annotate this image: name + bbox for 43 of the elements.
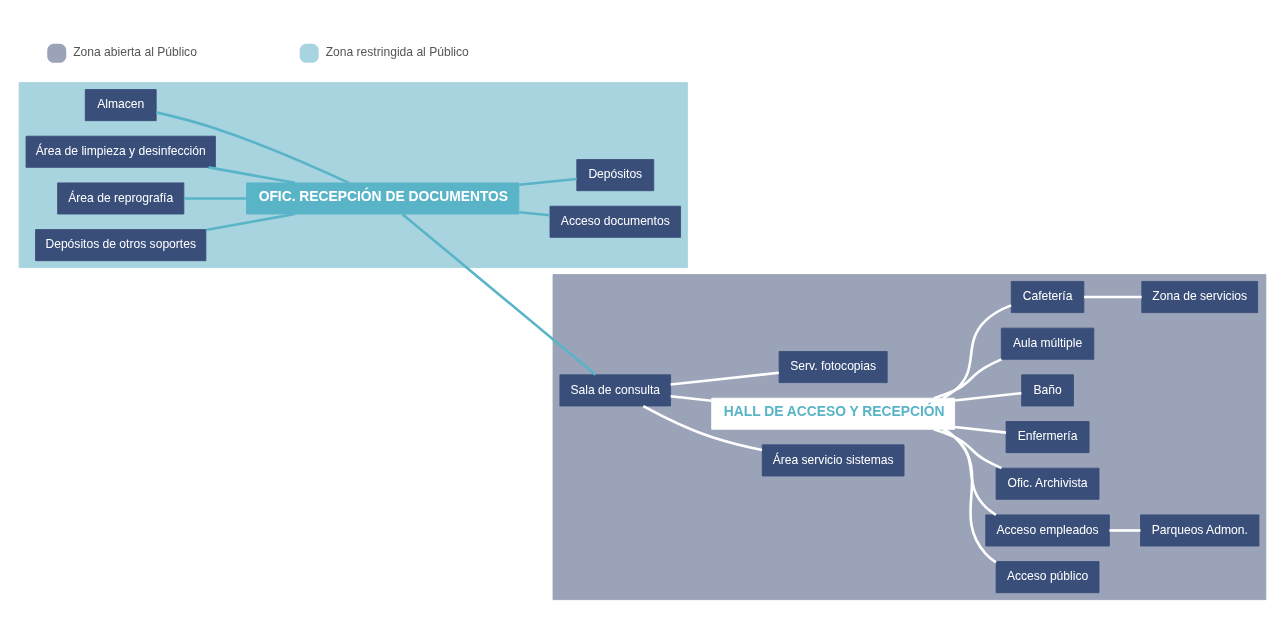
connector bbox=[155, 111, 350, 184]
connector bbox=[401, 213, 597, 376]
node-box: Área de limpieza y desinfección bbox=[25, 135, 216, 168]
connector bbox=[670, 371, 779, 386]
legend-label: Zona restringida al Público bbox=[325, 45, 469, 60]
connector bbox=[954, 391, 1022, 402]
node-box: Ofic. Archivista bbox=[995, 467, 1100, 500]
node-box: Baño bbox=[1021, 374, 1074, 407]
node-box: Depósitos de otros soportes bbox=[35, 229, 207, 262]
node-box: Acceso público bbox=[995, 561, 1100, 594]
legend-label: Zona abierta al Público bbox=[73, 45, 197, 60]
connector bbox=[208, 166, 296, 185]
connector bbox=[642, 404, 763, 452]
connector bbox=[933, 428, 1002, 470]
connector bbox=[519, 177, 577, 187]
connector bbox=[954, 425, 1007, 434]
node-box: Aula múltiple bbox=[1000, 327, 1095, 360]
connector bbox=[942, 304, 1012, 400]
connector bbox=[519, 210, 550, 217]
node-box: Serv. fotocopias bbox=[778, 351, 888, 384]
node-box: Enfermería bbox=[1005, 421, 1090, 454]
node-box: Depósitos bbox=[576, 159, 655, 192]
node-box: Sala de consulta bbox=[559, 374, 672, 407]
connector bbox=[183, 197, 247, 200]
node-box: Almacen bbox=[84, 89, 157, 122]
node-box: Área servicio sistemas bbox=[761, 444, 905, 477]
connector bbox=[670, 395, 712, 402]
node-box: Parqueos Admon. bbox=[1140, 514, 1260, 547]
connector bbox=[1109, 529, 1141, 532]
connector bbox=[1084, 295, 1142, 299]
node-box: Área de reprografía bbox=[57, 182, 185, 215]
node-box: Cafetería bbox=[1010, 281, 1085, 313]
node-box: OFIC. RECEPCIÓN DE DOCUMENTOS bbox=[246, 182, 520, 215]
node-box: HALL DE ACCESO Y RECEPCIÓN bbox=[711, 397, 956, 430]
node-box: Acceso documentos bbox=[549, 205, 681, 238]
node-box: Acceso empleados bbox=[985, 514, 1110, 547]
connector bbox=[933, 358, 1002, 400]
node-box: Zona de servicios bbox=[1141, 281, 1259, 313]
connector bbox=[944, 428, 997, 564]
connector bbox=[205, 212, 296, 232]
cluster bbox=[552, 274, 1267, 601]
cluster bbox=[18, 82, 688, 269]
connector bbox=[942, 428, 997, 516]
